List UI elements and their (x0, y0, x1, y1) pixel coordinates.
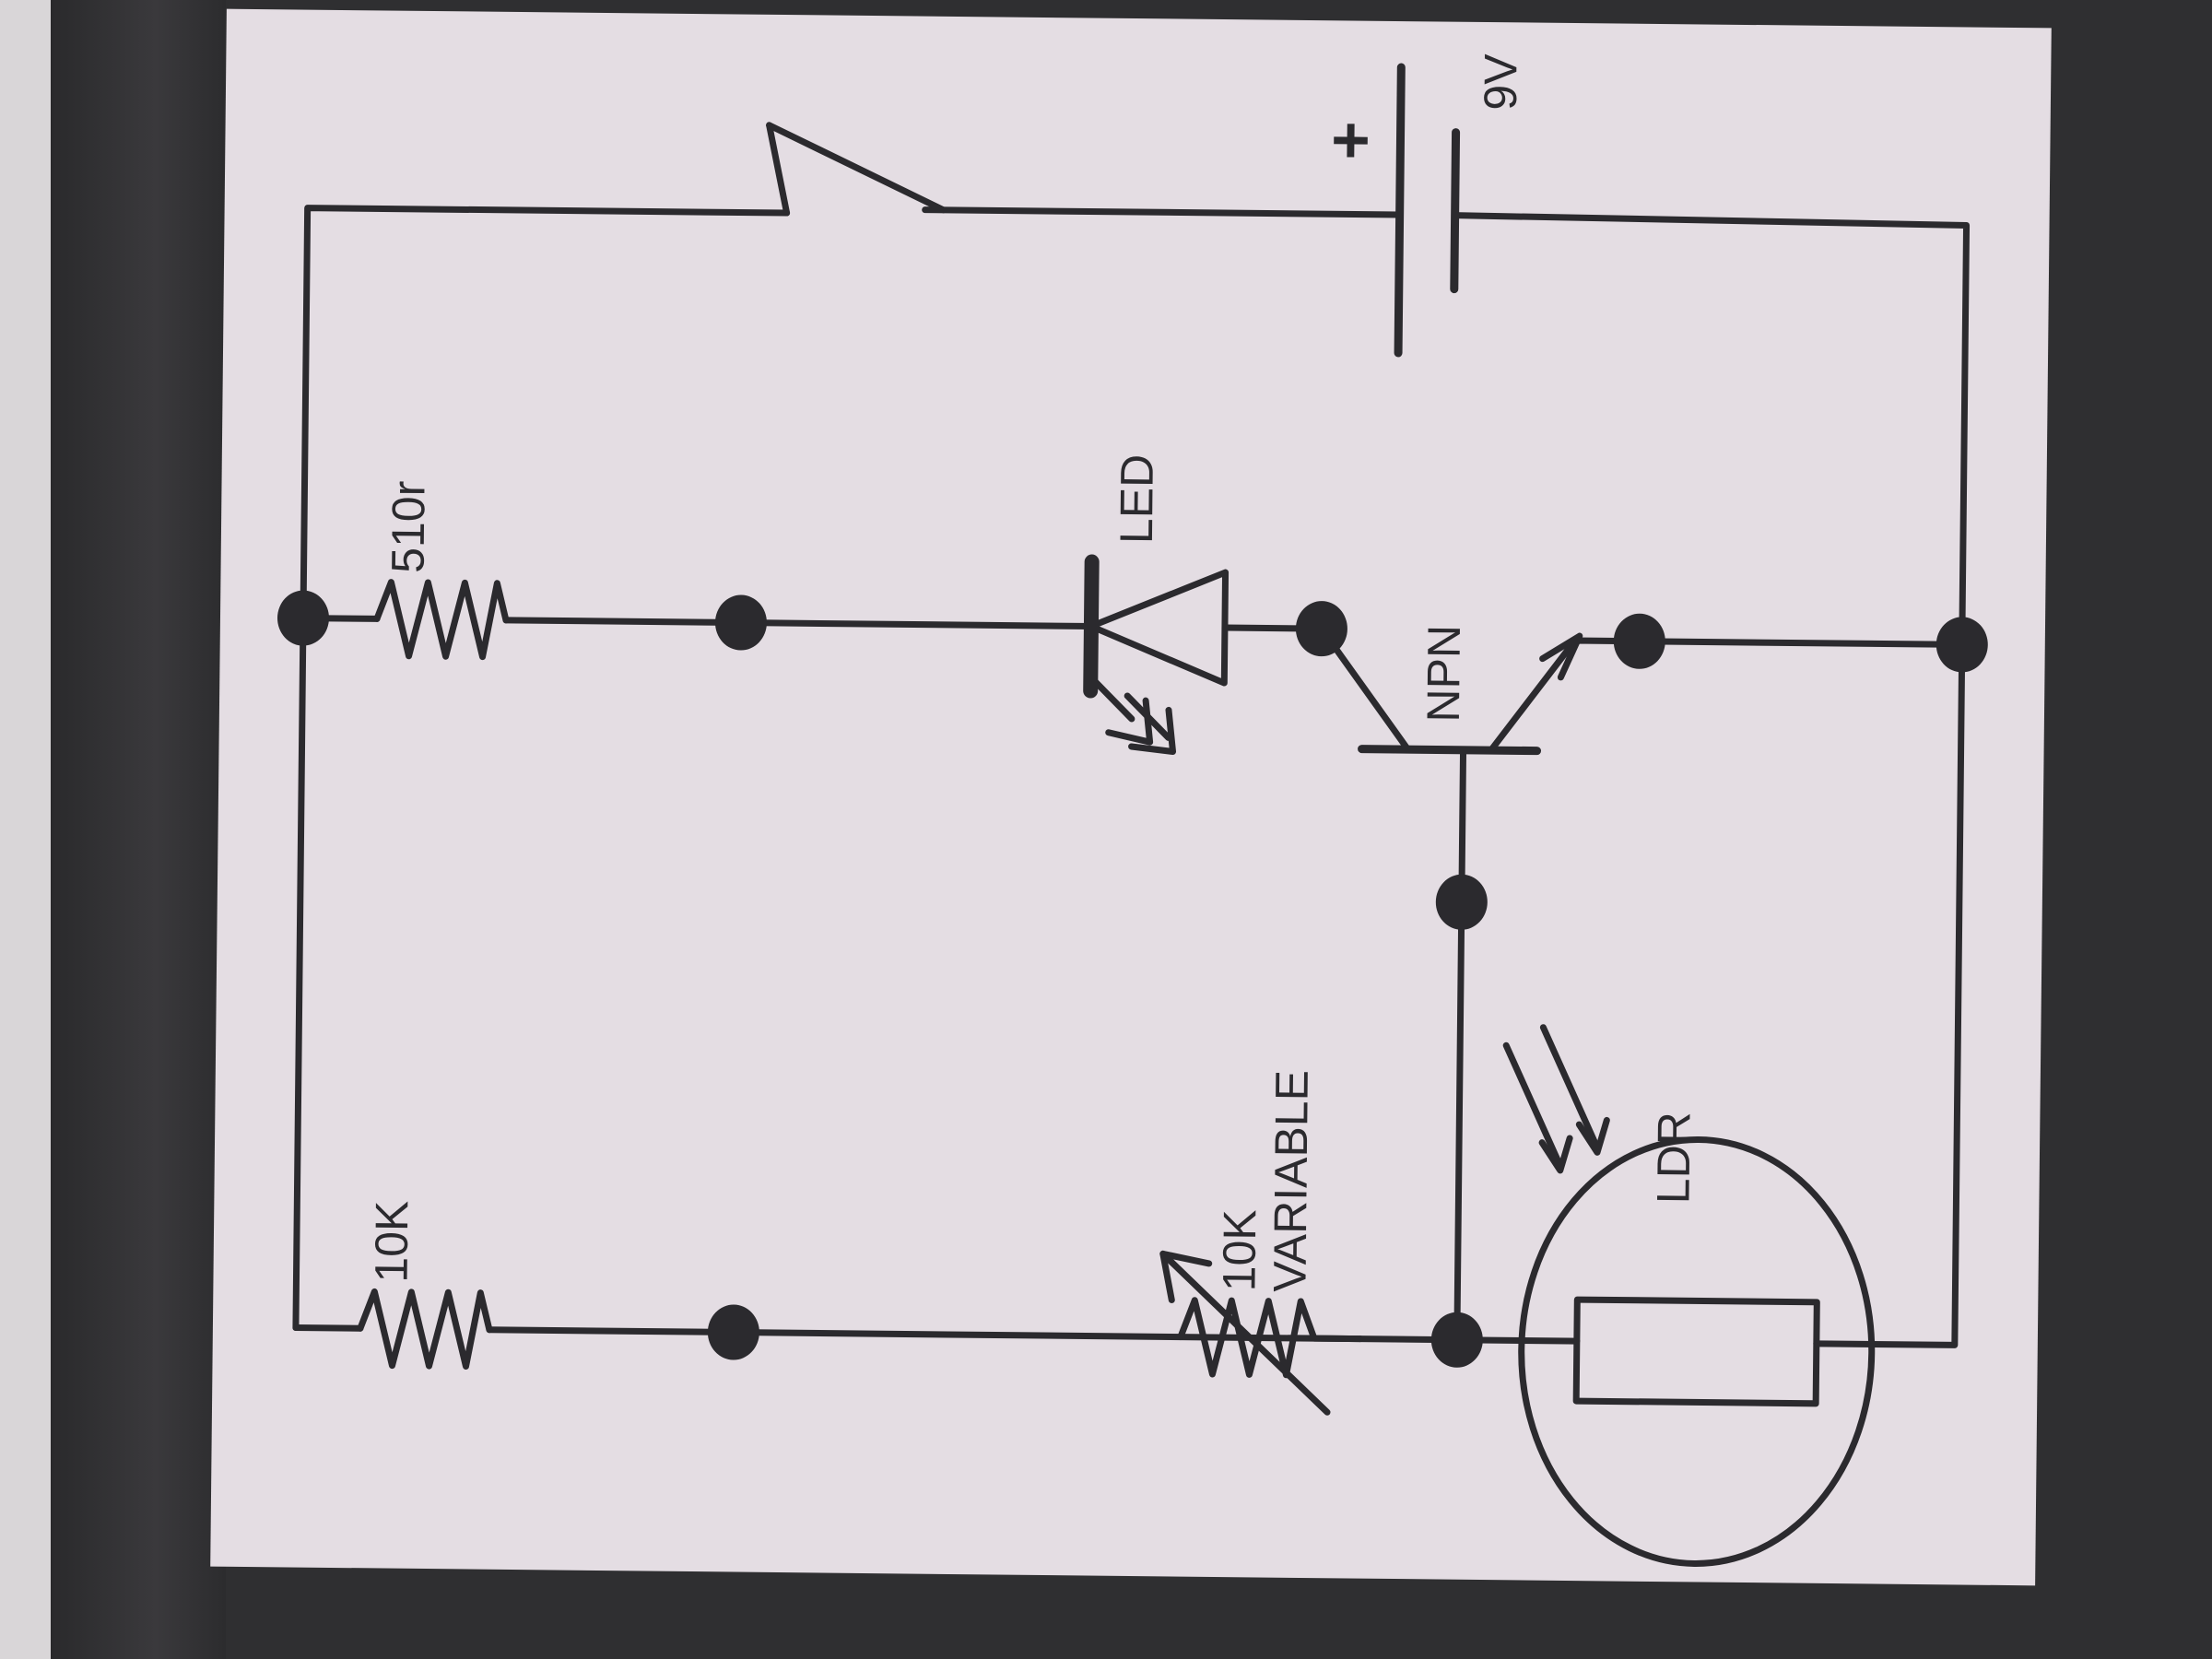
resistor-10k: 10K (357, 1200, 493, 1370)
schematic-paper: + 9V 510r LED NPN 10K 10K VARIABLE (210, 8, 2052, 1586)
variable-resistor-label-2: VARIABLE (1264, 1070, 1318, 1292)
circuit-schematic: + 9V 510r LED NPN 10K 10K VARIABLE (276, 53, 1988, 1567)
variable-resistor: 10K VARIABLE (1159, 1070, 1364, 1416)
ldr: LDR (1502, 1024, 1876, 1567)
junction-dot (1613, 613, 1665, 669)
battery-9v: + 9V (1313, 53, 1527, 358)
battery-voltage-label: 9V (1475, 53, 1527, 111)
resistor-510r: 510r (373, 480, 510, 661)
npn-transistor: NPN (1318, 625, 1643, 756)
junction-dot (276, 590, 329, 646)
switch (766, 122, 947, 217)
junction-dot (714, 594, 767, 651)
led: LED (1083, 453, 1230, 755)
variable-resistor-label-1: 10K (1213, 1209, 1265, 1292)
npn-label: NPN (1418, 625, 1470, 723)
resistor-10k-label: 10K (365, 1200, 418, 1283)
resistor-510r-label: 510r (382, 480, 435, 573)
page-margin (0, 0, 51, 1659)
ldr-label: LDR (1647, 1112, 1700, 1205)
junction-dots (276, 590, 1988, 1368)
binder-edge (51, 0, 226, 1659)
junction-dot (1295, 601, 1347, 657)
battery-positive-label: + (1313, 121, 1387, 160)
junction-dot (1435, 874, 1488, 930)
junction-dot (1430, 1312, 1483, 1368)
junction-dot (707, 1304, 759, 1360)
wires (292, 205, 1971, 1348)
junction-dot (1936, 617, 1988, 673)
led-label: LED (1111, 453, 1163, 544)
